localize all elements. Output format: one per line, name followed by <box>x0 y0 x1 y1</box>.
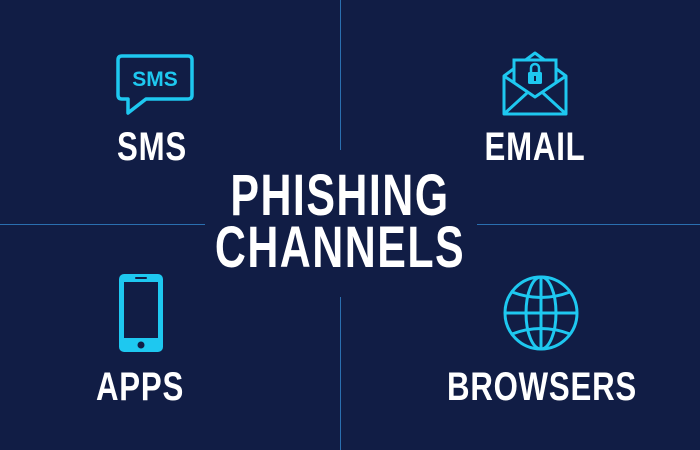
divider-horizontal-right <box>477 224 700 225</box>
sms-icon-text: SMS <box>132 68 178 91</box>
title-line-1: PHISHING <box>230 163 450 228</box>
channel-label-sms: SMS <box>117 125 187 169</box>
sms-bubble-icon: SMS <box>116 54 194 115</box>
title-line-2: CHANNELS <box>214 215 466 280</box>
divider-vertical-bottom <box>340 297 341 450</box>
page-title: PHISHING CHANNELS <box>214 163 466 280</box>
envelope-lock-icon <box>502 51 568 116</box>
divider-vertical-top <box>340 0 341 150</box>
smartphone-icon <box>119 274 163 352</box>
divider-horizontal-left <box>0 224 205 225</box>
channel-label-apps: APPS <box>95 365 185 409</box>
channel-label-browsers: BROWSERS <box>447 365 637 409</box>
channel-label-email: EMAIL <box>484 125 586 169</box>
globe-icon <box>503 275 579 351</box>
